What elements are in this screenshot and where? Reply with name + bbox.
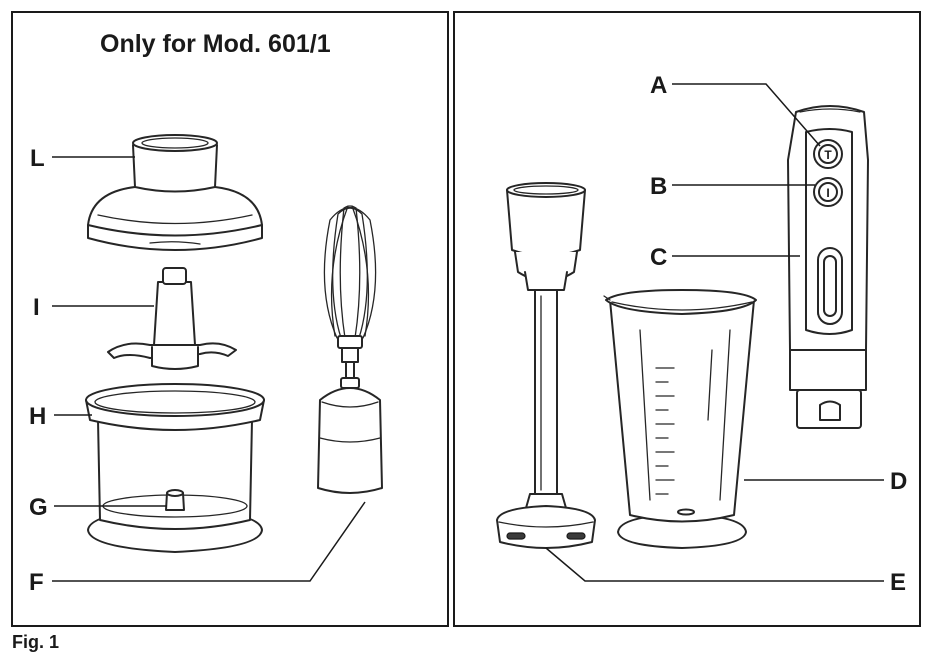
button-b-normal: I bbox=[813, 177, 843, 207]
svg-text:T: T bbox=[824, 148, 832, 162]
callout-g: G bbox=[29, 494, 48, 521]
callout-e: E bbox=[890, 569, 906, 596]
callout-a: A bbox=[650, 72, 667, 99]
figure-caption: Fig. 1 bbox=[12, 632, 59, 652]
leader-e bbox=[545, 547, 884, 582]
callout-h: H bbox=[29, 403, 46, 430]
callout-l: L bbox=[30, 145, 45, 172]
measuring-beaker bbox=[603, 289, 757, 549]
leader-f bbox=[52, 501, 366, 582]
callout-b: B bbox=[650, 173, 667, 200]
left-panel-frame bbox=[11, 11, 449, 627]
button-a-turbo: T bbox=[813, 139, 843, 169]
chopper-lid bbox=[87, 134, 263, 251]
bowl-spindle bbox=[165, 489, 185, 511]
callout-d: D bbox=[890, 468, 907, 495]
callout-f: F bbox=[29, 569, 44, 596]
right-panel-frame bbox=[453, 11, 921, 627]
callout-c: C bbox=[650, 244, 667, 271]
beaker-scale-marks bbox=[655, 367, 675, 495]
chopper-bowl bbox=[85, 383, 265, 553]
svg-text:I: I bbox=[826, 186, 829, 200]
whisk-attachment bbox=[317, 205, 383, 494]
left-panel-title: Only for Mod. 601/1 bbox=[100, 30, 331, 58]
chopper-blade bbox=[107, 267, 237, 370]
callout-i: I bbox=[33, 294, 40, 321]
motor-body bbox=[787, 105, 869, 429]
leader-a bbox=[672, 83, 821, 147]
blender-foot bbox=[496, 182, 596, 549]
